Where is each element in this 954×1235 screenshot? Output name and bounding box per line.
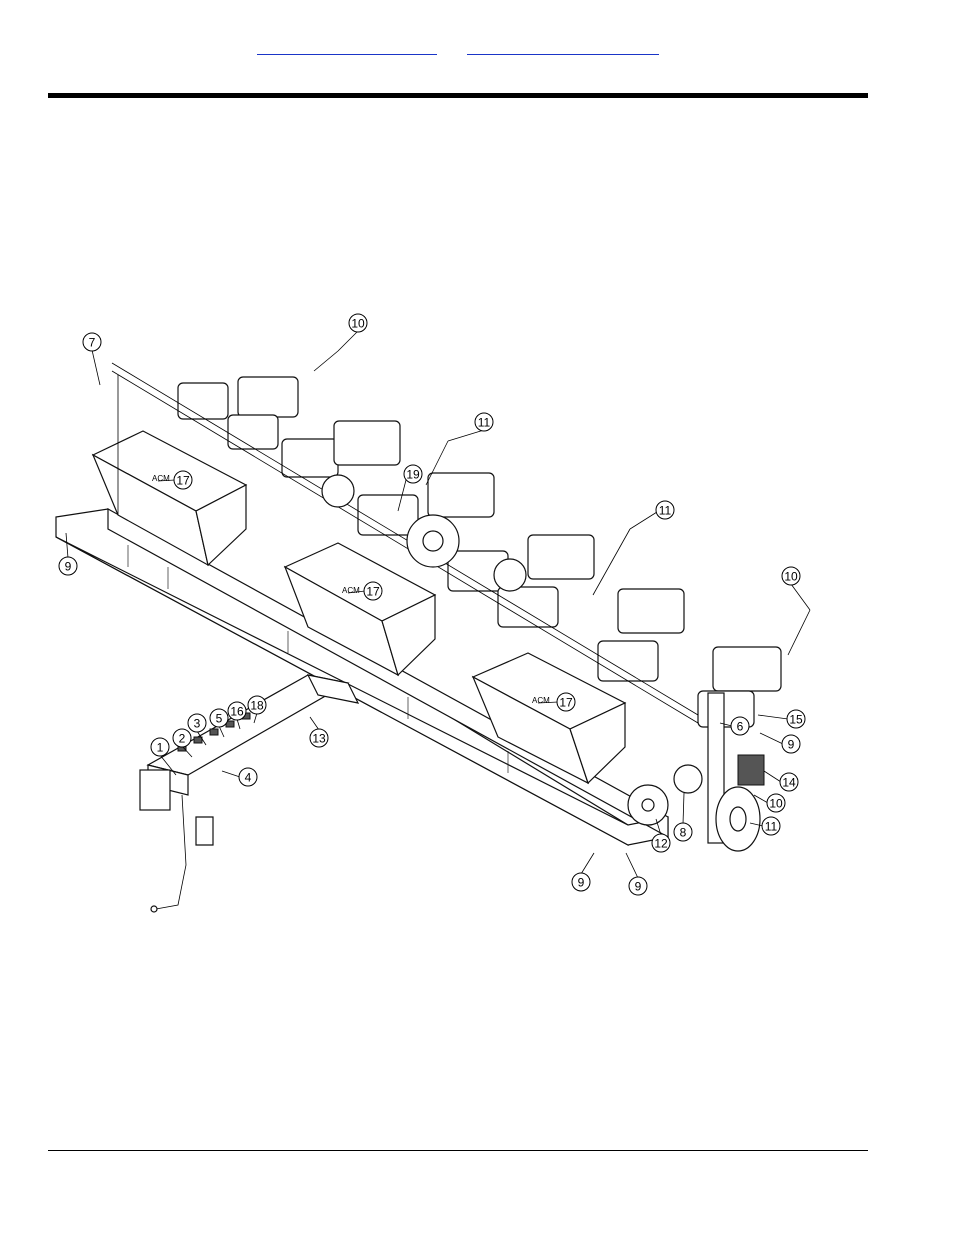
callout-label: 17 [366,585,380,599]
callout-label: 11 [659,504,672,518]
callout-c9a: 9 [58,556,78,576]
drive-sprocket [321,474,527,592]
header-link-2[interactable] [467,38,659,55]
callout-label: 7 [89,336,96,350]
callout-c8: 8 [673,822,693,842]
callout-label: 16 [230,705,244,719]
callout-c17a: 17 [173,470,193,490]
callout-c9b: 9 [781,734,801,754]
callout-c10c: 10 [766,793,786,813]
callout-c11a: 11 [474,412,494,432]
callout-label: 2 [179,732,186,746]
callout-c13: 13 [309,728,329,748]
callout-c2: 2 [172,728,192,748]
callout-label: 18 [250,699,264,713]
callout-c18: 18 [247,695,267,715]
callout-c10b: 10 [781,566,801,586]
callout-label: 19 [406,468,420,482]
callout-c6: 6 [730,716,750,736]
callout-label: 17 [559,696,573,710]
drive-shaft [111,362,699,724]
header-link-1[interactable] [257,38,437,55]
callout-c5: 5 [209,708,229,728]
callout-c7: 7 [82,332,102,352]
callout-label: 5 [216,712,223,726]
callout-c11c: 11 [761,816,781,836]
callout-label: 4 [245,771,252,785]
fertilizer-box-1: ACM [91,430,248,567]
callout-label: 11 [478,416,491,430]
callout-c17c: 17 [556,692,576,712]
callout-label: 9 [788,738,795,752]
callout-label: 6 [737,720,744,734]
callout-c16: 16 [227,701,247,721]
fertilizer-box-1-decal: ACM [152,474,170,483]
callout-label: 3 [194,717,201,731]
callout-c10a: 10 [348,313,368,333]
callout-c15: 15 [786,709,806,729]
callout-c9d: 9 [628,876,648,896]
callout-c19: 19 [403,464,423,484]
callout-c17b: 17 [363,581,383,601]
callout-label: 17 [176,474,190,488]
parts-diagram: ACM ACM ACM [48,305,830,915]
callout-group: 7 10 11 17 19 9 11 17 10 18 16 5 32 1 13 17 6 15 9 4 14 10 11 8… [58,313,806,896]
header-rule [48,93,868,98]
callout-label: 10 [769,797,783,811]
vacuum-fan [406,514,460,568]
ground-drive [627,692,765,852]
footer-rule [48,1150,868,1151]
callout-label: 1 [157,741,164,755]
callout-label: 10 [351,317,365,331]
fertilizer-box-3: ACM [471,652,627,785]
fertilizer-box-2-decal: ACM [342,586,360,595]
callout-label: 15 [789,713,803,727]
callout-label: 8 [680,826,687,840]
callout-c12: 12 [651,833,671,853]
callout-c14: 14 [779,772,799,792]
callout-label: 11 [765,820,778,834]
leader-lines [65,330,811,879]
callout-label: 9 [578,876,585,890]
fertilizer-box-2: ACM [283,542,437,677]
hitch-tongue [139,674,360,913]
callout-c3: 3 [187,713,207,733]
callout-label: 12 [654,837,668,851]
callout-c4: 4 [238,767,258,787]
callout-label: 9 [635,880,642,894]
callout-label: 14 [782,776,796,790]
callout-label: 10 [784,570,798,584]
callout-label: 9 [65,560,72,574]
callout-c1: 1 [150,737,170,757]
callout-label: 13 [312,732,326,746]
callout-c9c: 9 [571,872,591,892]
fertilizer-box-3-decal: ACM [532,696,550,705]
callout-c11b: 11 [655,500,675,520]
